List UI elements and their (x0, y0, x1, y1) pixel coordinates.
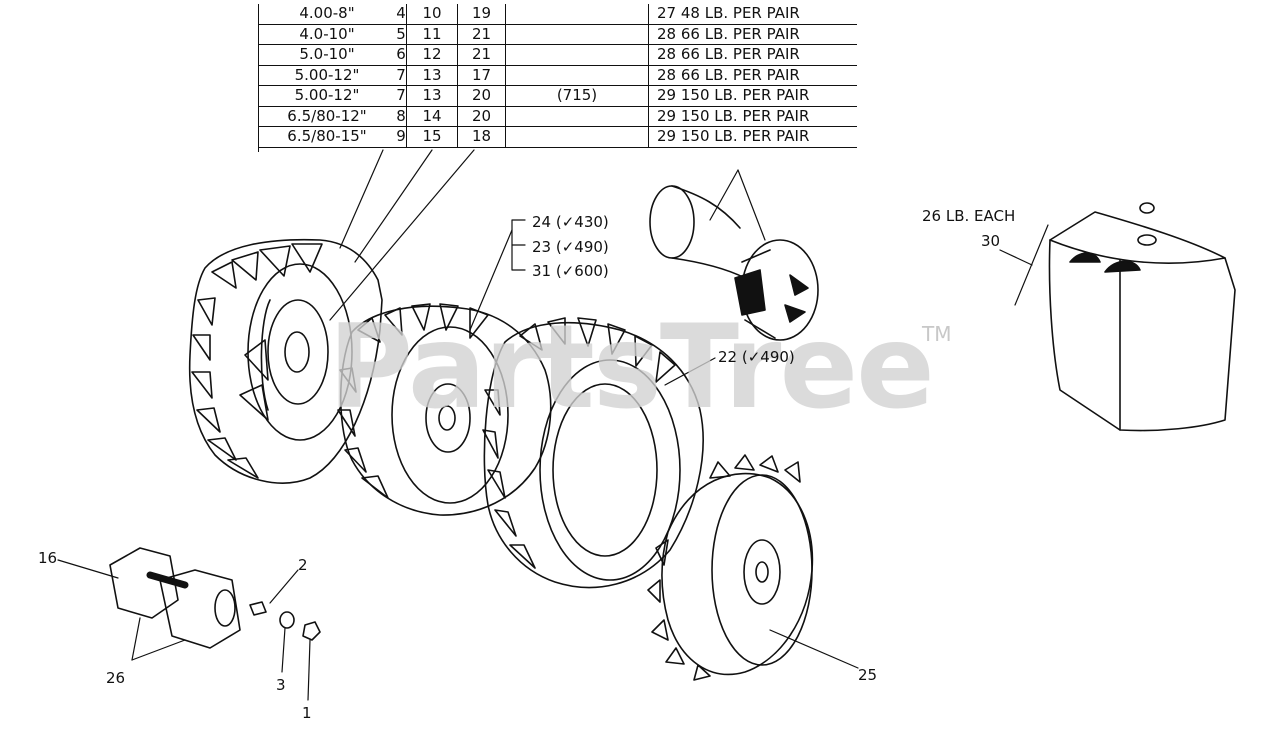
table-cell-weight: 28 66 LB. PER PAIR (648, 65, 857, 86)
callout-16: 16 (38, 549, 58, 567)
table-cell-b: 15 (406, 126, 458, 148)
hardware-washer (279, 611, 295, 629)
hub-adapter (109, 547, 241, 649)
table-cell-e: 29 (657, 86, 677, 105)
table-cell-weight: 28 66 LB. PER PAIR (648, 24, 857, 45)
table-cell-a: 4 (396, 4, 407, 25)
hardware-nut (302, 621, 321, 641)
table-cell-d (505, 24, 649, 45)
large-tire (188, 238, 383, 484)
table-cell-a: 5 (396, 24, 407, 45)
table-cell-weight-text: 66 LB. PER PAIR (680, 24, 800, 43)
table-cell-b: 11 (406, 24, 458, 45)
table-cell-weight-text: 48 LB. PER PAIR (680, 4, 800, 23)
table-cell-weight-text: 66 LB. PER PAIR (680, 45, 800, 64)
table-cell-e: 28 (657, 45, 677, 64)
table-cell-b: 12 (406, 44, 458, 66)
front-tire (647, 454, 814, 681)
leader-lines (57, 149, 1049, 701)
table-cell-c: 20 (457, 85, 506, 107)
table-cell-size: 5.00-12" (258, 85, 396, 107)
wheel-spool (649, 185, 819, 341)
callout-23: 23 (✓490) (532, 238, 609, 256)
table-cell-weight: 29 150 LB. PER PAIR (648, 126, 857, 148)
callout-31: 31 (✓600) (532, 262, 609, 280)
table-cell-weight: 29 150 LB. PER PAIR (648, 85, 857, 107)
table-cell-a: 8 (396, 106, 407, 127)
table-cell-weight-text: 150 LB. PER PAIR (680, 86, 810, 105)
callout-22: 22 (✓490) (718, 348, 795, 366)
callout-1: 1 (302, 704, 312, 722)
table-cell-e: 28 (657, 65, 677, 84)
table-cell-size: 4.0-10" (258, 24, 396, 45)
table-cell-a: 9 (396, 126, 407, 148)
table-cell-d (505, 106, 649, 127)
callout-2: 2 (298, 556, 308, 574)
table-cell-weight: 28 66 LB. PER PAIR (648, 44, 857, 66)
trademark-mark: TM (922, 322, 952, 346)
table-cell-a: 6 (396, 44, 407, 66)
callout-26-lb-each: 26 LB. EACH (922, 207, 1016, 225)
third-tire (482, 317, 704, 589)
callout-25: 25 (858, 666, 878, 684)
table-cell-d: (715) (505, 85, 649, 107)
callout-26: 26 (106, 669, 126, 687)
table-cell-size: 5.0-10" (258, 44, 396, 66)
callout-3: 3 (276, 676, 286, 694)
wheel-weight (1048, 202, 1236, 432)
table-cell-d (505, 4, 649, 25)
table-cell-size: 4.00-8" (258, 4, 396, 25)
table-cell-size: 6.5/80-12" (258, 106, 396, 127)
table-cell-size: 6.5/80-15" (258, 126, 396, 148)
table-cell-c: 21 (457, 44, 506, 66)
table-cell-b: 13 (406, 65, 458, 86)
table-cell-weight: 29 150 LB. PER PAIR (648, 106, 857, 127)
table-cell-d (505, 65, 649, 86)
table-cell-d (505, 126, 649, 148)
table-cell-b: 13 (406, 85, 458, 107)
middle-tire (337, 303, 552, 516)
table-cell-e: 29 (657, 127, 677, 146)
callout-24: 24 (✓430) (532, 213, 609, 231)
table-cell-weight-text: 150 LB. PER PAIR (680, 106, 810, 125)
table-cell-size: 5.00-12" (258, 65, 396, 86)
table-cell-weight-text: 150 LB. PER PAIR (680, 127, 810, 146)
table-cell-c: 19 (457, 4, 506, 25)
table-cell-e: 28 (657, 24, 677, 43)
table-cell-e: 27 (657, 4, 677, 23)
callout-30: 30 (981, 232, 1001, 250)
table-cell-a: 7 (396, 65, 407, 86)
hardware-bolt (249, 601, 267, 616)
table-cell-c: 17 (457, 65, 506, 86)
table-cell-b: 10 (406, 4, 458, 25)
table-cell-weight: 27 48 LB. PER PAIR (648, 4, 857, 25)
table-cell-b: 14 (406, 106, 458, 127)
table-cell-c: 21 (457, 24, 506, 45)
table-cell-c: 20 (457, 106, 506, 127)
table-cell-weight-text: 66 LB. PER PAIR (680, 65, 800, 84)
table-cell-a: 7 (396, 85, 407, 107)
table-cell-c: 18 (457, 126, 506, 148)
table-cell-d (505, 44, 649, 66)
table-cell-e: 29 (657, 106, 677, 125)
